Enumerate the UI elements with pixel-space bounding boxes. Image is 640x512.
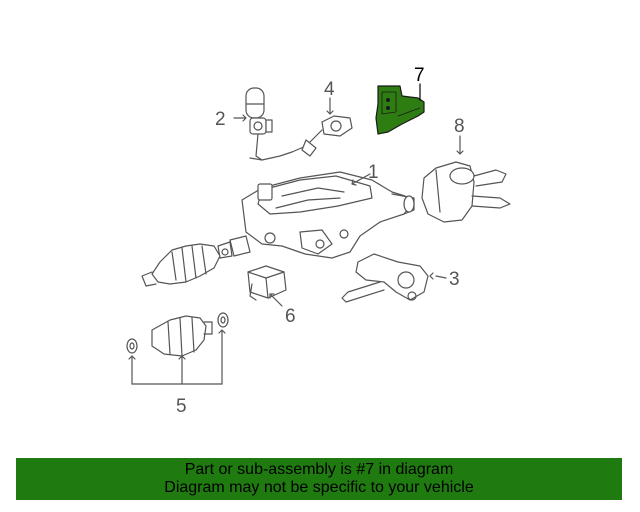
part-6-module[interactable]: [247, 265, 287, 301]
callout-3: 3: [449, 269, 460, 290]
part-4-sensor[interactable]: [249, 115, 353, 161]
callout-8: 8: [454, 116, 465, 137]
part-1-steering-column[interactable]: [141, 171, 415, 287]
callout-2: 2: [215, 109, 226, 130]
info-banner: Part or sub-assembly is #7 in diagram Di…: [16, 458, 622, 500]
part-3-adjuster-motor[interactable]: [341, 253, 429, 303]
part-7-bracket-highlighted[interactable]: [375, 85, 425, 135]
callout-7: 7: [414, 65, 425, 86]
part-2-motor[interactable]: [245, 87, 273, 161]
part-5-boot-kit[interactable]: [126, 312, 229, 357]
callout-6: 6: [285, 306, 296, 327]
callout-1: 1: [368, 162, 379, 183]
banner-line-1: Part or sub-assembly is #7 in diagram: [184, 461, 454, 478]
callout-5: 5: [176, 396, 187, 417]
leader-lines: [128, 83, 464, 385]
banner-line-2: Diagram may not be specific to your vehi…: [164, 479, 474, 496]
part-8-switch-housing[interactable]: [421, 161, 511, 223]
callout-4: 4: [324, 79, 335, 100]
